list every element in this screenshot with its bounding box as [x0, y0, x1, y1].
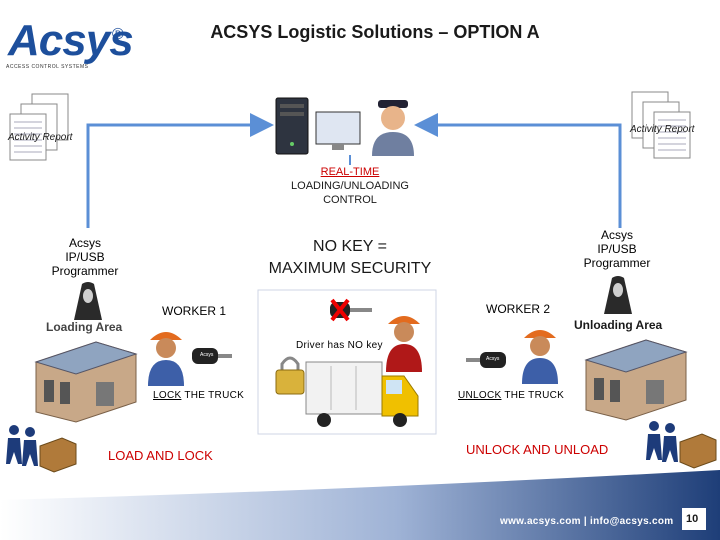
- programmer-right-line1: Acsys: [600, 228, 633, 242]
- page-number-box: [682, 508, 706, 530]
- realtime-line1: REAL-TIME: [320, 166, 380, 178]
- lock-word: LOCK: [153, 390, 182, 401]
- crossed-key-icon: [330, 298, 372, 322]
- worker1-label: WORKER 1: [162, 304, 227, 318]
- unlock-word: UNLOCK: [458, 390, 502, 401]
- page-title: ACSYS Logistic Solutions – OPTION A: [210, 22, 540, 42]
- loading-area-label: Loading Area: [46, 320, 123, 334]
- truck-icon: [305, 361, 419, 427]
- page-number: 10: [686, 513, 699, 525]
- programmer-left-line3: Programmer: [51, 264, 119, 278]
- key-label-left: Acsys: [200, 352, 214, 358]
- unloading-area-label: Unloading Area: [574, 318, 663, 332]
- people-box-icon: [646, 421, 717, 469]
- realtime-control-label: REAL-TIME LOADING/UNLOADING CONTROL: [270, 165, 430, 207]
- programmer-label-left: Acsys IP/USB Programmer: [40, 236, 130, 278]
- load-and-lock-label: LOAD AND LOCK: [108, 448, 213, 463]
- no-key-label: NO KEY = MAXIMUM SECURITY: [240, 236, 460, 280]
- nokey-line1: NO KEY =: [313, 238, 387, 255]
- programmer-right-line2: IP/USB: [597, 242, 637, 256]
- realtime-line3: CONTROL: [323, 194, 377, 206]
- server-icon: [275, 97, 361, 155]
- driver-note: Driver has NO key: [296, 340, 383, 351]
- unlock-rest: THE TRUCK: [501, 390, 565, 401]
- activity-report-left: Activity Report: [8, 132, 73, 143]
- security-guard-icon: [372, 100, 414, 156]
- building-icon: [584, 339, 688, 421]
- worker-icon: [522, 330, 558, 384]
- programmer-icon: [604, 276, 632, 314]
- worker-icon: [148, 332, 184, 386]
- programmer-right-line3: Programmer: [583, 256, 651, 270]
- arrow-right-to-server: [414, 113, 622, 228]
- key-icon: [466, 352, 506, 368]
- acsys-logo: Acsys ® ACCESS CONTROL SYSTEMS: [4, 14, 134, 72]
- connection-arrows: [86, 113, 622, 228]
- padlock-icon: [275, 356, 305, 395]
- unlock-and-unload-label: UNLOCK AND UNLOAD: [466, 442, 609, 457]
- building-icon: [34, 341, 138, 423]
- nokey-line2: MAXIMUM SECURITY: [268, 260, 432, 277]
- key-icon: [192, 348, 232, 364]
- driver-icon: [386, 316, 422, 372]
- realtime-line2: LOADING/UNLOADING: [291, 180, 409, 192]
- footer-contact: www.acsys.com | info@acsys.com: [500, 516, 674, 527]
- activity-report-right: Activity Report: [630, 124, 695, 135]
- lock-rest: THE TRUCK: [181, 390, 245, 401]
- key-label-right: Acsys: [486, 356, 500, 362]
- lock-truck-label: LOCK THE TRUCK: [153, 390, 244, 401]
- programmer-icon: [74, 282, 102, 320]
- unlock-truck-label: UNLOCK THE TRUCK: [458, 390, 564, 401]
- programmer-label-right: Acsys IP/USB Programmer: [572, 228, 662, 270]
- center-scene-frame: [257, 289, 437, 435]
- report-stack-icon: [9, 93, 69, 161]
- logo-text: Acsys: [8, 16, 134, 65]
- report-stack-icon: [631, 91, 691, 159]
- people-box-icon: [6, 425, 77, 473]
- arrow-left-to-server: [86, 113, 274, 228]
- logo-registered-mark: ®: [112, 26, 124, 43]
- worker2-label: WORKER 2: [486, 302, 551, 316]
- logo-subtitle: ACCESS CONTROL SYSTEMS: [6, 64, 89, 70]
- programmer-left-line1: Acsys: [68, 236, 101, 250]
- programmer-left-line2: IP/USB: [65, 250, 105, 264]
- footer-bar: [0, 470, 720, 540]
